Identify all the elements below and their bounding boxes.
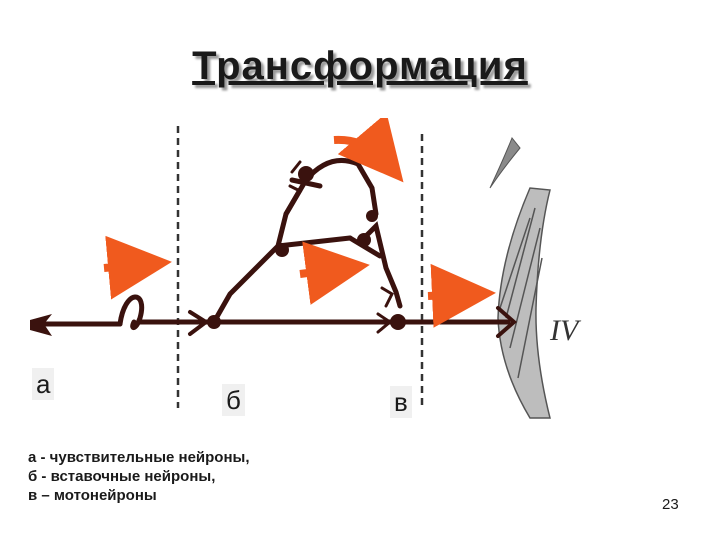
neuron-diagram: IV: [30, 112, 590, 430]
label-a: а: [32, 368, 55, 400]
legend: а - чувствительные нейроны, б - вставочн…: [28, 448, 250, 505]
page-number: 23: [662, 496, 679, 513]
label-b: б: [222, 384, 245, 416]
reflex-arc-svg: IV: [30, 112, 582, 419]
arrow-motor: [427, 263, 496, 328]
interneuron-network: [203, 158, 405, 334]
legend-item-b: б - вставочные нейроны,: [28, 468, 216, 485]
arrow-loop: [333, 112, 404, 183]
signal-arrows: [103, 112, 496, 328]
arrow-sensory: [103, 235, 172, 300]
slide-title: Трансформация: [192, 44, 528, 88]
label-v: в: [390, 386, 412, 418]
sensory-neuron: [30, 294, 210, 336]
roman-numeral: IV: [549, 314, 582, 347]
muscle-icon: [489, 137, 551, 419]
legend-item-v: в – мотонейроны: [28, 487, 157, 504]
arrow-interneuron: [299, 241, 370, 305]
legend-item-a: а - чувствительные нейроны,: [28, 449, 250, 466]
motor-neuron: [390, 306, 518, 338]
